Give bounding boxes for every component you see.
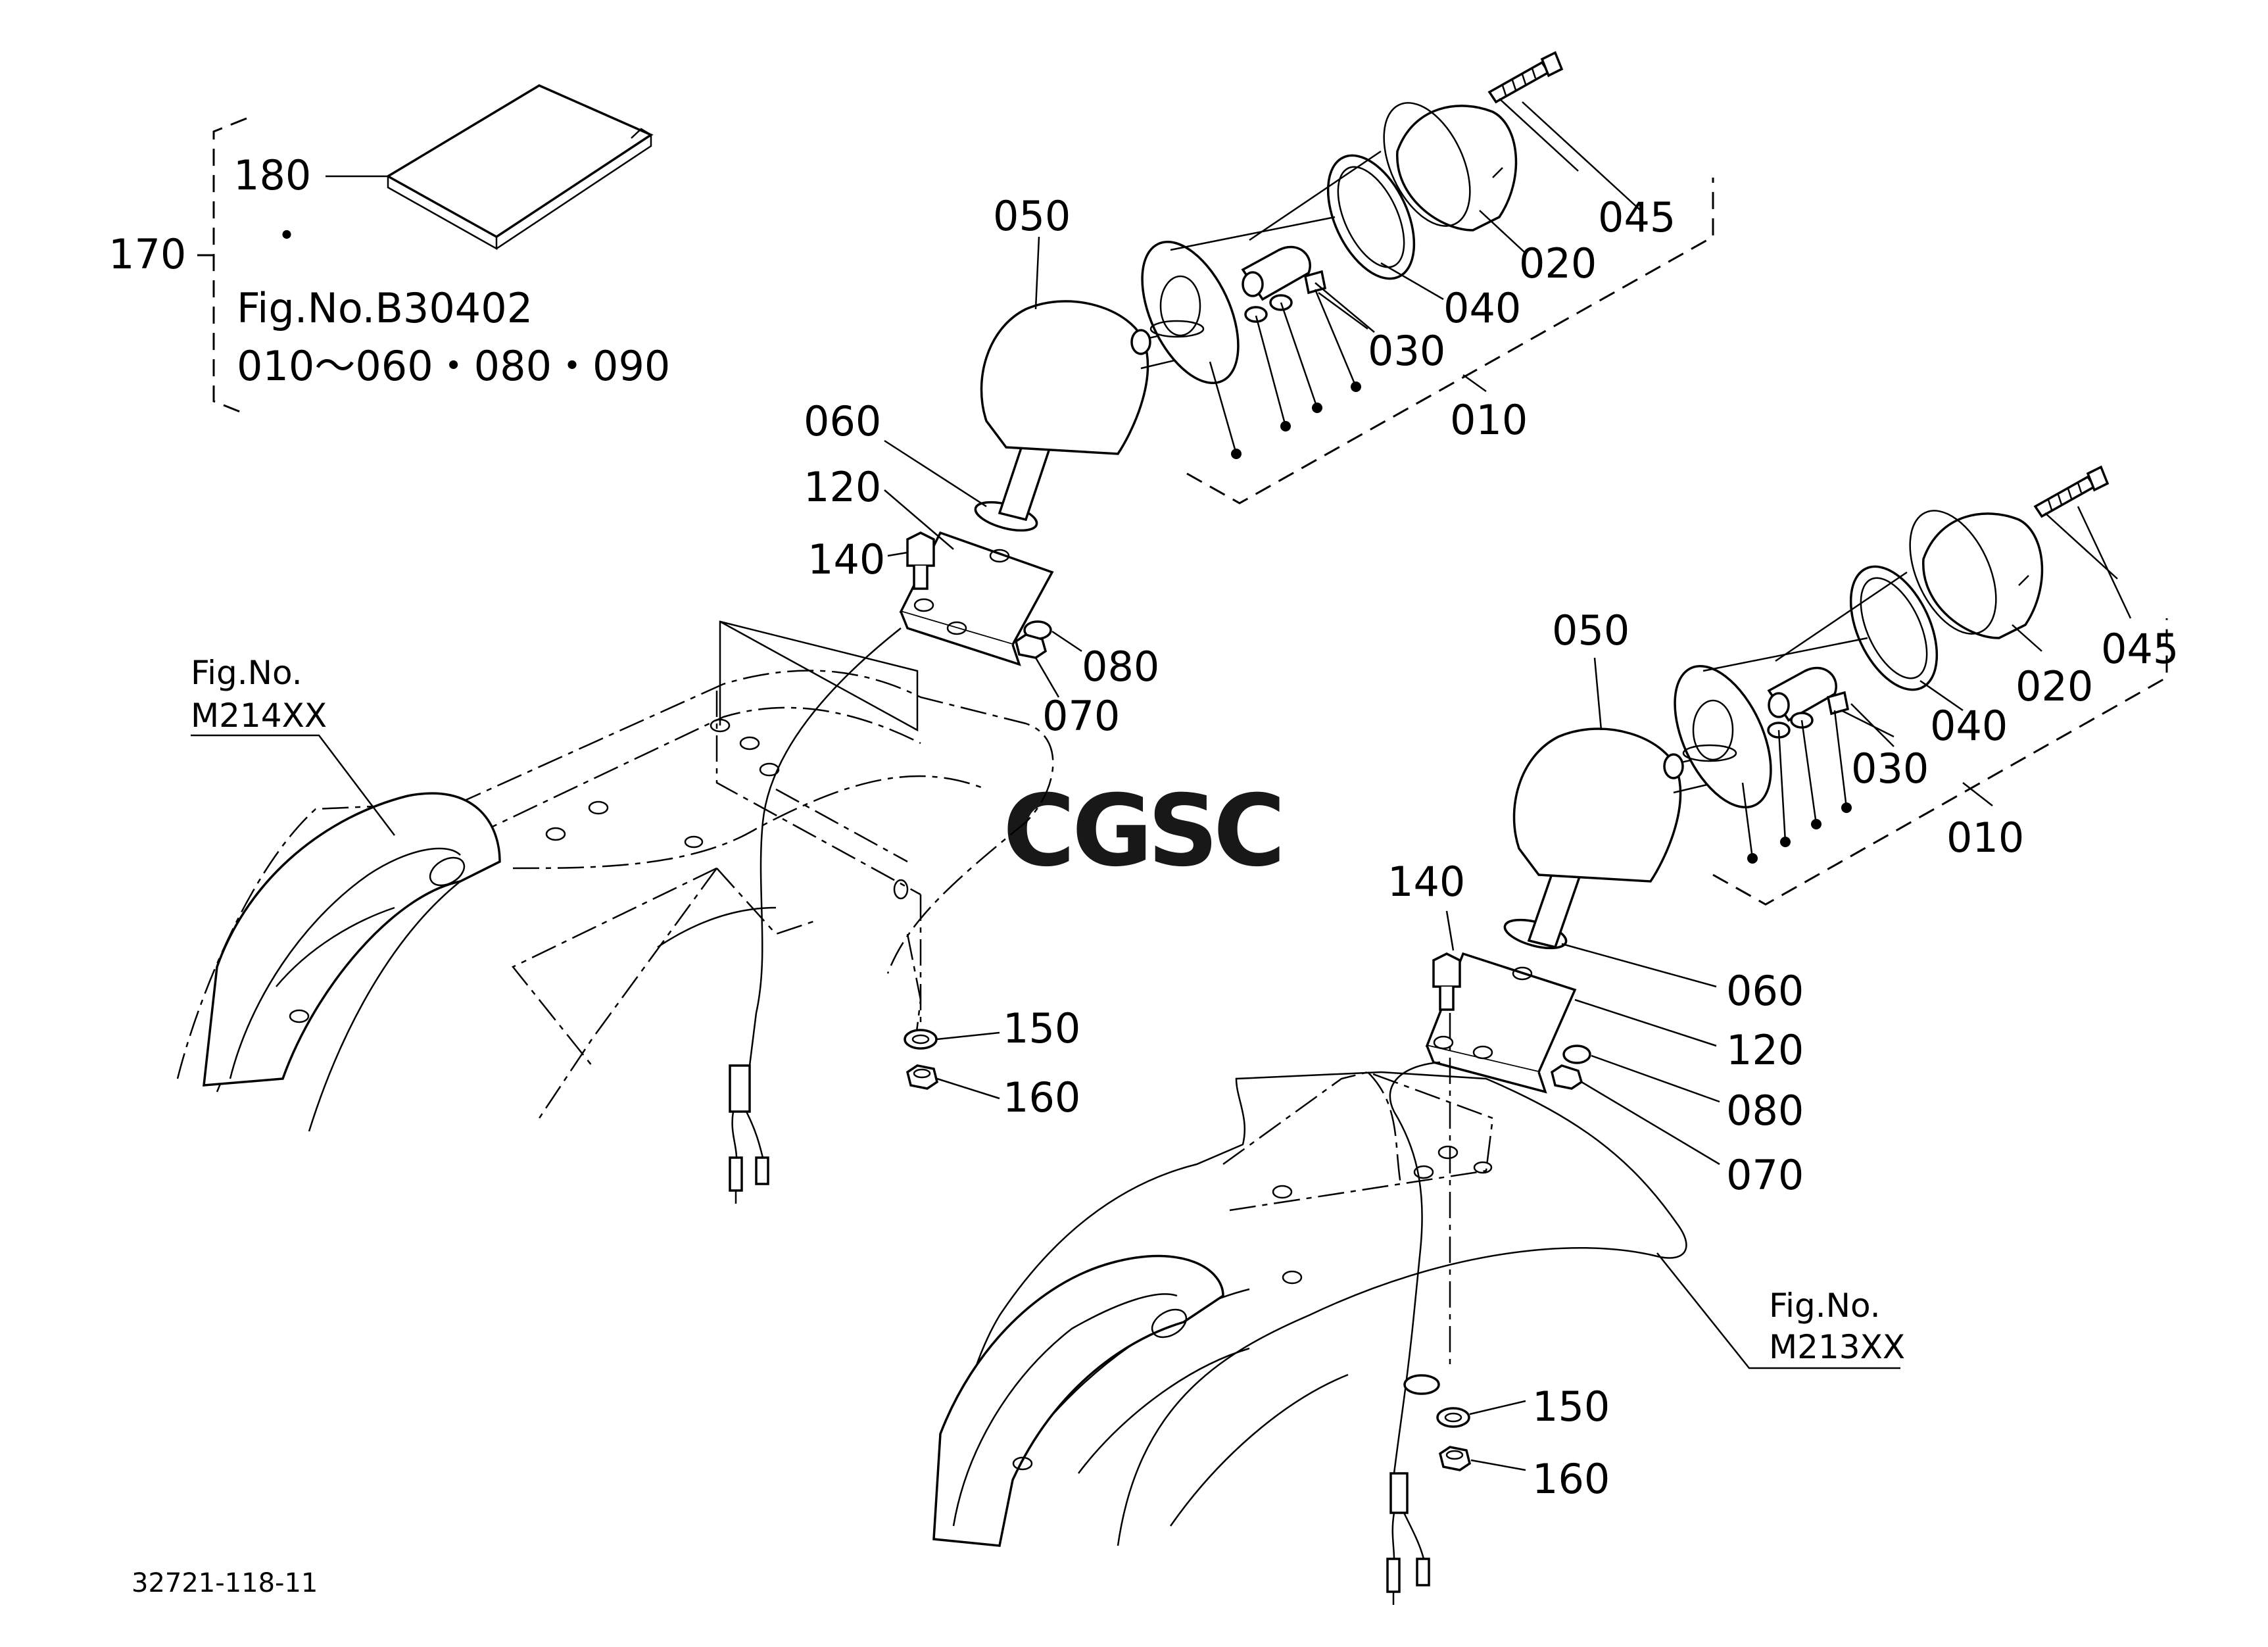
right-group-010-box [1712,618,2168,906]
right-lamp-base [1674,664,1772,809]
right-label-140: 140 [1387,858,1465,906]
right-assembly: 050 045 020 040 030 010 140 060 120 080 … [932,465,2179,1605]
left-lamp-base [1141,240,1240,385]
left-screw-045 [1487,51,1564,104]
right-nut-160 [1439,1446,1471,1471]
watermark-letter-s: S [1147,774,1218,889]
left-label-030: 030 [1368,327,1445,375]
right-grommet-150 [1403,1374,1470,1428]
right-label-120: 120 [1726,1026,1804,1074]
right-callout-dots [1741,710,1852,864]
left-bulb-030 [1241,245,1327,323]
legend-bullet: ・ [266,212,307,260]
right-label-150: 150 [1532,1383,1610,1431]
left-label-070: 070 [1042,692,1120,740]
item-180-label: 180 [233,151,311,199]
drawing-serial-number: 32721-118-11 [132,1568,318,1598]
watermark-letter-c2: C [1213,774,1286,889]
left-lens-020 [1383,102,1518,232]
left-mount-plane [719,620,919,732]
right-gasket-040 [1849,565,1939,691]
right-bracket-120 [1425,952,1577,1094]
right-label-070: 070 [1726,1151,1804,1199]
left-group-010-box [1186,178,1714,504]
right-label-040: 040 [1930,702,2008,750]
left-wire-harness [729,627,902,1204]
right-lockwasher-080 [1562,1045,1591,1064]
right-label-060: 060 [1726,967,1804,1015]
right-assembly-guides [1702,512,2118,738]
left-bracket-120 [899,531,1054,666]
right-label-020: 020 [2015,662,2093,710]
left-gasket-040 [1326,154,1416,280]
left-label-040: 040 [1443,284,1521,332]
right-bulb-030 [1767,666,1850,739]
assembly-170-label: 170 [109,230,186,278]
right-fig-ref-line1: Fig.No. [1769,1287,1881,1325]
left-label-060: 060 [804,397,881,445]
left-bolt-140 [906,531,935,590]
right-screw-045 [2033,465,2110,518]
legend-fig-ref: Fig.No.B30402 [237,284,533,332]
legend-block: 170 180 ・ Fig.No.B30402 010～060・080・090 [109,84,670,416]
right-wire-harness [1386,1061,1441,1605]
left-label-020: 020 [1519,239,1597,287]
left-mounting-holes [545,718,909,900]
right-label-045: 045 [2101,625,2179,673]
left-part-labels: 050 045 020 040 030 010 060 120 140 080 … [191,192,1676,1121]
left-assembly: 050 045 020 040 030 010 060 120 140 080 … [176,51,1714,1204]
left-grommet-150 [904,1029,938,1050]
left-label-150: 150 [1003,1004,1080,1052]
right-lens-020 [1909,510,2044,639]
right-nut-070 [1551,1064,1583,1090]
right-label-080: 080 [1726,1087,1804,1135]
watermark-letter-g: G [1072,774,1153,889]
right-bolt-140 [1432,952,1461,1011]
watermark-logo: C G S C [1003,774,1286,889]
left-fig-ref-line2: M214XX [191,697,327,735]
left-label-160: 160 [1003,1073,1080,1121]
legend-parts-range: 010～060・080・090 [237,342,670,390]
right-part-labels: 050 045 020 040 030 010 140 060 120 080 … [1387,606,2179,1503]
left-label-010: 010 [1450,396,1528,444]
left-assembly-guides [1170,98,1579,330]
left-grip-handle [203,792,501,1087]
left-callout-dots [1209,289,1361,459]
left-label-045: 045 [1598,193,1676,241]
left-nut-160 [906,1064,938,1090]
right-leader-lines [1445,506,2132,1471]
left-label-050: 050 [993,192,1071,240]
right-label-010: 010 [1946,814,2024,862]
right-mounting-holes [1272,1145,1493,1285]
left-lamp-body-050 [980,300,1197,455]
watermark-letter-c1: C [1003,774,1075,889]
right-label-030: 030 [1851,745,1929,793]
right-grip-handle [932,1254,1224,1547]
left-leader-lines [191,101,1641,1100]
left-label-080: 080 [1082,643,1159,691]
manual-book-icon [385,84,654,251]
left-fig-ref-line1: Fig.No. [191,654,302,692]
right-label-160: 160 [1532,1455,1610,1503]
legend-bracket [212,117,247,416]
left-nut-070 [1015,633,1048,659]
left-label-140: 140 [808,535,885,583]
right-label-050: 050 [1552,606,1629,654]
right-fig-ref-line2: M213XX [1769,1328,1905,1366]
left-label-120: 120 [804,463,881,511]
